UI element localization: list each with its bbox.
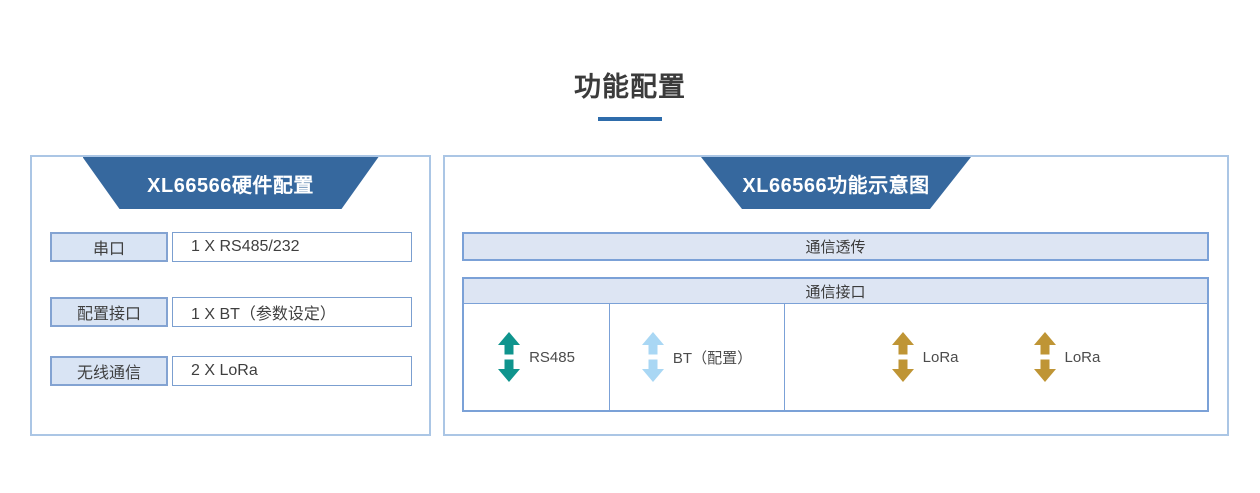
function-diagram-panel: XL66566功能示意图 通信透传 通信接口 RS485	[443, 155, 1229, 436]
title-block: 功能配置	[0, 70, 1260, 121]
hardware-panel-title: XL66566硬件配置	[147, 174, 314, 197]
interface-label-bt: BT（配置）	[672, 349, 753, 367]
spec-value-config-interface: 1 X BT（参数设定）	[172, 297, 412, 327]
spec-row-config-interface: 配置接口 1 X BT（参数设定）	[32, 297, 429, 327]
transparent-transmission-label: 通信透传	[805, 239, 866, 256]
interface-cell-rs485: RS485	[464, 304, 610, 410]
spec-value-serial: 1 X RS485/232	[172, 232, 412, 262]
page-title: 功能配置	[574, 72, 686, 102]
hardware-config-panel: XL66566硬件配置 串口 1 X RS485/232 配置接口 1 X BT…	[30, 155, 431, 436]
double-arrow-vertical-icon	[641, 332, 664, 382]
interface-label-rs485: RS485	[529, 348, 575, 366]
interface-cell-bt: BT（配置）	[610, 304, 785, 410]
lora-group-1: LoRa	[891, 332, 959, 382]
spec-label-serial: 串口	[50, 232, 168, 262]
comm-interface-label: 通信接口	[805, 283, 866, 301]
spec-label-wireless: 无线通信	[50, 356, 168, 386]
comm-interface-header: 通信接口	[464, 279, 1207, 304]
diagram-panel-title: XL66566功能示意图	[742, 174, 930, 197]
double-arrow-vertical-icon	[891, 332, 914, 382]
title-underline	[598, 117, 662, 121]
interface-cell-lora: LoRa LoRa	[785, 304, 1207, 410]
interface-label-lora-1: LoRa	[922, 348, 959, 366]
spec-value-wireless: 2 X LoRa	[172, 356, 412, 386]
double-arrow-vertical-icon	[1033, 332, 1056, 382]
spec-row-wireless: 无线通信 2 X LoRa	[32, 356, 429, 386]
lora-group-2: LoRa	[1033, 332, 1101, 382]
diagram-panel-header: XL66566功能示意图	[701, 157, 971, 209]
interface-cells: RS485 BT（配置）	[464, 304, 1207, 410]
double-arrow-vertical-icon	[498, 332, 521, 382]
spec-row-serial: 串口 1 X RS485/232	[32, 232, 429, 262]
interface-label-lora-2: LoRa	[1064, 348, 1101, 366]
spec-label-config-interface: 配置接口	[50, 297, 168, 327]
comm-interface-box: 通信接口 RS485	[462, 277, 1209, 412]
hardware-panel-header: XL66566硬件配置	[83, 157, 379, 209]
transparent-transmission-bar: 通信透传	[462, 232, 1209, 261]
